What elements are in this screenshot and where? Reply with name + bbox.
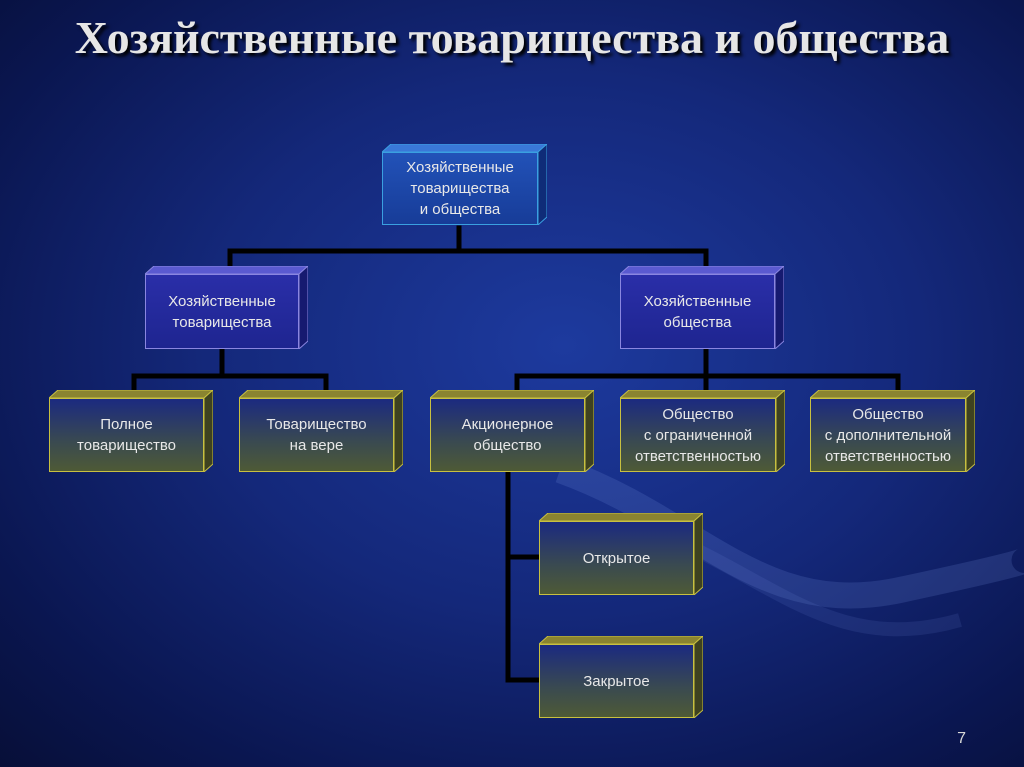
node-full-partnership: Полное товарищество xyxy=(49,390,213,472)
node-joint-stock: Акционерное общество xyxy=(430,390,594,472)
node-limited-partnership: Товарищество на вере xyxy=(239,390,403,472)
slide-title: Хозяйственные товарищества и общества xyxy=(74,12,950,63)
node-joint-stock-bevel xyxy=(430,390,594,472)
node-companies-label: Хозяйственные общества xyxy=(620,274,775,349)
node-full-partnership-label: Полное товарищество xyxy=(49,398,204,472)
page-number: 7 xyxy=(957,730,966,747)
node-partnerships-bevel xyxy=(145,266,308,349)
node-limited-partnership-bevel xyxy=(239,390,403,472)
node-llc-label: Общество с ограниченной ответственностью xyxy=(620,398,776,472)
node-additional-liability: Общество с дополнительной ответственност… xyxy=(810,390,975,472)
node-joint-stock-label: Акционерное общество xyxy=(430,398,585,472)
node-closed-bevel xyxy=(539,636,703,718)
node-limited-partnership-label: Товарищество на вере xyxy=(239,398,394,472)
node-partnerships-label: Хозяйственные товарищества xyxy=(145,274,299,349)
node-root-label: Хозяйственные товарищества и общества xyxy=(382,152,538,225)
node-additional-liability-label: Общество с дополнительной ответственност… xyxy=(810,398,966,472)
node-companies: Хозяйственные общества xyxy=(620,266,784,349)
node-open: Открытое xyxy=(539,513,703,595)
node-open-label: Открытое xyxy=(539,521,694,595)
node-root: Хозяйственные товарищества и общества xyxy=(382,144,547,225)
node-additional-liability-bevel xyxy=(810,390,975,472)
node-llc: Общество с ограниченной ответственностью xyxy=(620,390,785,472)
node-partnerships: Хозяйственные товарищества xyxy=(145,266,308,349)
node-llc-bevel xyxy=(620,390,785,472)
node-closed-label: Закрытое xyxy=(539,644,694,718)
node-closed: Закрытое xyxy=(539,636,703,718)
